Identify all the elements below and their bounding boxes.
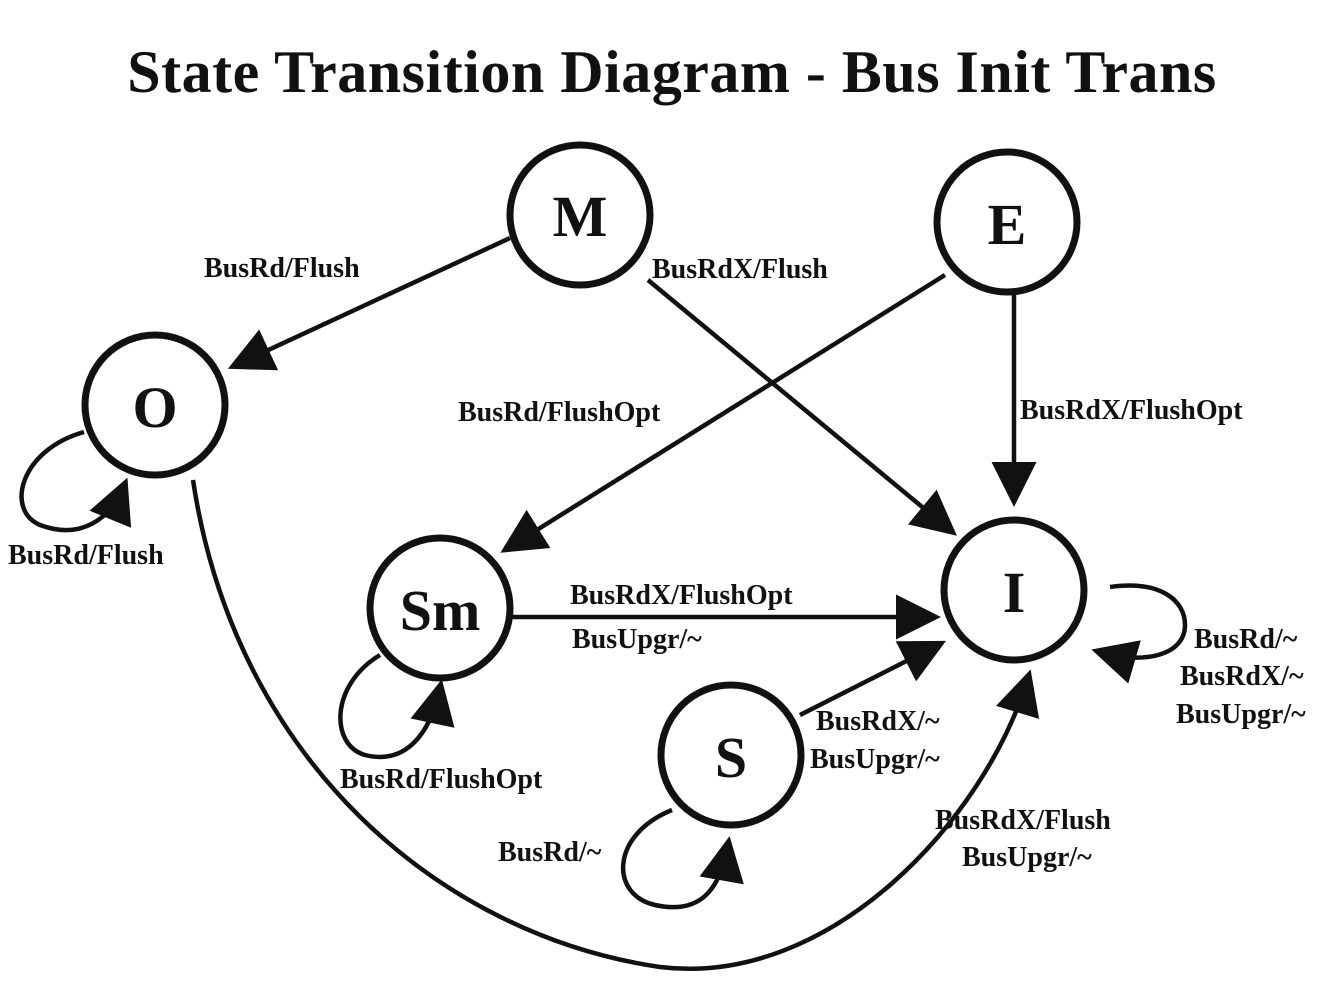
edge-m-to-o [227, 235, 511, 371]
edge-m-to-i [646, 278, 957, 536]
self-loop-s [621, 807, 744, 910]
label-sm-to-i-1: BusRdX/FlushOpt [570, 580, 793, 611]
label-sm-self: BusRd/FlushOpt [340, 764, 543, 795]
state-s-label: S [715, 725, 747, 790]
label-o-to-i-1: BusRdX/Flush [935, 805, 1111, 836]
state-m-label: M [553, 184, 608, 249]
self-loop-i [1091, 583, 1188, 684]
state-s: S [657, 681, 805, 829]
label-e-to-i: BusRdX/FlushOpt [1020, 395, 1243, 426]
label-i-self-2: BusRdX/~ [1180, 661, 1304, 692]
state-m: M [506, 141, 654, 289]
edge-s-to-i [798, 640, 947, 718]
label-i-self-1: BusRd/~ [1194, 624, 1298, 655]
label-sm-to-i-2: BusUpgr/~ [572, 624, 702, 655]
state-e: E [933, 148, 1081, 296]
state-i-label: I [1003, 560, 1026, 625]
label-s-to-i-1: BusRdX/~ [816, 706, 940, 737]
label-e-to-sm: BusRd/FlushOpt [458, 397, 661, 428]
state-o-label: O [132, 375, 177, 440]
edge-e-to-sm [500, 273, 947, 553]
self-loop-sm [338, 653, 455, 760]
label-m-to-o: BusRd/Flush [204, 253, 360, 284]
self-loop-o [19, 429, 132, 533]
label-o-to-i-2: BusUpgr/~ [962, 842, 1092, 873]
label-o-self: BusRd/Flush [8, 540, 164, 571]
label-s-self: BusRd/~ [498, 837, 602, 868]
state-sm: Sm [366, 534, 514, 682]
state-i: I [940, 516, 1088, 664]
state-o: O [81, 331, 229, 479]
label-m-to-i: BusRdX/Flush [652, 254, 828, 285]
edge-o-to-i [190, 479, 1040, 971]
state-e-label: E [988, 192, 1027, 257]
label-s-to-i-2: BusUpgr/~ [810, 744, 940, 775]
state-sm-label: Sm [400, 578, 481, 643]
page-title: State Transition Diagram - Bus Init Tran… [127, 39, 1217, 105]
label-i-self-3: BusUpgr/~ [1176, 699, 1306, 730]
